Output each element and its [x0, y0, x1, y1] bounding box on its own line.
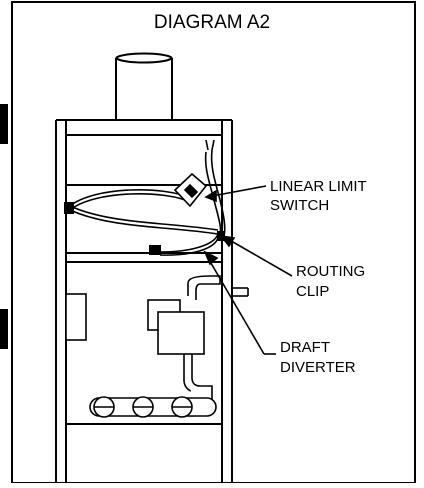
leader-limit-switch: [211, 185, 267, 197]
diagram-title: DIAGRAM A2: [153, 12, 271, 33]
side-panel: [65, 293, 87, 341]
gas-valve: [147, 275, 221, 417]
callout-draft-diverter-line2: DIVERTER: [280, 359, 356, 376]
side-pipe: [232, 287, 249, 297]
flue-pipe: [115, 52, 173, 120]
inline-connector: [149, 245, 161, 255]
burner-manifold: [89, 396, 217, 418]
callout-routing-clip-line2: CLIP: [296, 283, 330, 300]
callout-linear-limit-switch-line2: SWITCH: [270, 197, 330, 214]
margin-tab-bottom: [0, 309, 8, 349]
callout-draft-diverter-line1: DRAFT: [280, 339, 330, 356]
margin-tab-top: [0, 104, 8, 144]
harness-connector: [64, 202, 74, 214]
leader-lines: [203, 185, 293, 355]
limit-switch-shape: [173, 172, 208, 208]
wire-harness: [69, 139, 226, 256]
callout-routing-clip-line1: ROUTING: [296, 263, 366, 280]
callout-linear-limit-switch-line1: LINEAR LIMIT: [270, 178, 367, 195]
leader-routing-clip: [225, 237, 293, 277]
